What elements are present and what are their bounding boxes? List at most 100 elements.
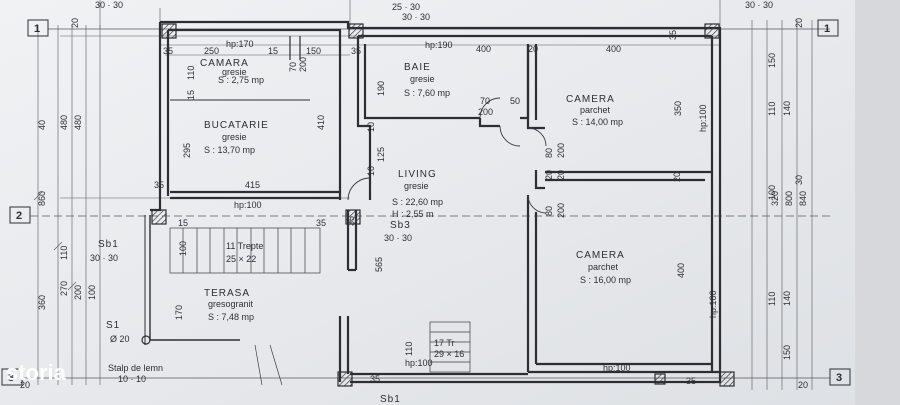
dimension-label: 270 [59,281,69,296]
dimension-label: 100 [87,285,97,300]
room-area: S : 7,48 mp [208,312,254,322]
dimensions-vertical: 110 15 70 200 190 295 410 10 125 10 80 2… [37,18,808,360]
dimension-label: 860 [37,191,47,206]
dimension-lines-right [751,20,813,390]
room-finish: parchet [588,262,619,272]
dimension-label: 410 [316,115,326,130]
hp-170: hp:170 [226,39,254,49]
room-name: LIVING [398,169,437,180]
dimension-label: 80 [544,148,554,158]
sill-height-labels: hp:170 hp:190 hp:100 hp:100 hp:100 hp:10… [226,39,718,373]
column-tl [161,23,177,39]
dimension-label: 100 [178,241,188,256]
dimension-label: 150 [306,46,321,56]
column-labels: Sb1 30 · 30 Sb3 30 · 30 S1 Ø 20 30 · 30 … [90,0,773,405]
dimension-label: 480 [73,115,83,130]
dimension-label: 200 [73,285,83,300]
top-mid-size: 25 · 30 [392,2,420,12]
room-area: S : 13,70 mp [204,145,255,155]
dimension-label: 100 [767,185,777,200]
dimension-label: 10 [366,166,376,176]
dimension-label: 110 [186,66,196,80]
wood-post-size: 10 · 10 [118,374,146,384]
stairs-label: 11 Trepte [226,241,263,251]
room-camera-2: CAMERA parchet S : 16,00 mp [576,250,631,285]
sb3-label: Sb3 [390,220,411,231]
dimension-label: 30 [794,175,804,185]
dimension-label: 70 [480,96,490,106]
dimension-label: 320 [770,191,780,206]
column-tr [704,23,720,39]
sb3-size: 30 · 30 [384,233,412,243]
dimension-label: 15 [178,218,188,228]
room-name: BAIE [404,62,431,73]
dimension-label: 200 [298,57,308,72]
paper-edge [855,0,900,405]
room-name: CAMERA [566,94,615,105]
stairs-small-size: 29 × 16 [434,349,464,359]
dimension-label: 35 [668,30,678,40]
room-area: S : 2,75 mp [218,75,264,85]
dimension-label: 200 [556,143,566,158]
top-mid-size-2: 30 · 30 [402,12,430,22]
room-camera-1: CAMERA parchet S : 14,00 mp [566,94,623,127]
axis-label-3: 3 [8,372,14,384]
dimension-label: 20 [528,44,538,54]
axis-box-1 [27,19,49,37]
dimension-label: 140 [782,291,792,306]
room-height: H : 2,55 m [392,209,434,219]
room-bucatarie: BUCATARIE gresie S : 13,70 mp [204,120,269,155]
room-living: LIVING gresie S : 22,60 mp H : 2,55 m [392,169,443,219]
axis-box-1-right [817,19,839,37]
bottom-column-label: Sb1 [380,394,401,405]
corner-tr-size: 30 · 30 [745,0,773,10]
axis-box-2 [9,206,31,224]
columns-hatched [151,23,735,387]
axis-box-3-right [829,368,851,386]
dimension-label: 70 [288,62,298,72]
axis-label-3-right: 3 [836,372,842,384]
column-sb3 [345,209,361,225]
room-name: BUCATARIE [204,120,269,131]
room-finish: gresie [410,74,435,84]
room-finish: gresie [222,67,247,77]
dimension-label: 415 [245,180,260,190]
dimension-label: 350 [673,101,683,116]
dimension-label: 150 [767,53,777,68]
dimension-label: 40 [37,120,47,130]
dimension-label: 840 [798,191,808,206]
watermark-logo: storia [6,360,67,385]
room-camara-top: CAMARA gresie S : 2,75 mp [200,58,264,85]
dimension-label: 35 [346,216,356,226]
dimension-label: 15 [186,90,196,100]
wood-post-label: Stalp de lemn [108,363,163,373]
dimension-label: 250 [204,46,219,56]
axis-label-1: 1 [34,23,40,35]
room-area: S : 7,60 mp [404,88,450,98]
dimension-label: 15 [268,46,278,56]
hp-100-cam2: hp:100 [708,290,718,318]
axis-label-2: 2 [16,210,22,222]
dimension-label: 125 [376,147,386,162]
axis-markers: 1 2 3 3 1 [1,19,851,386]
hp-190: hp:190 [425,40,453,50]
dimension-label: 35 [351,46,361,56]
dimension-label: 20 [798,380,808,390]
hp-100-living: hp:100 [405,358,433,368]
room-finish: parchet [580,105,611,115]
room-area: S : 22,60 mp [392,197,443,207]
dimension-label: 110 [404,342,414,356]
column-bottom-left [337,371,353,387]
dimension-label: 360 [37,295,47,310]
axis-label-1-right: 1 [824,23,830,35]
dimension-label: 565 [374,257,384,272]
sb1-label: Sb1 [98,239,119,250]
stairs-size: 25 × 22 [226,254,256,264]
dimension-label: 400 [676,263,686,278]
hp-100-cam1: hp:100 [698,104,708,132]
room-finish: gresie [404,181,429,191]
room-terasa: TERASA gresogranit S : 7,48 mp [204,288,254,322]
dimension-label: 170 [174,305,184,320]
column-s1 [141,335,151,345]
